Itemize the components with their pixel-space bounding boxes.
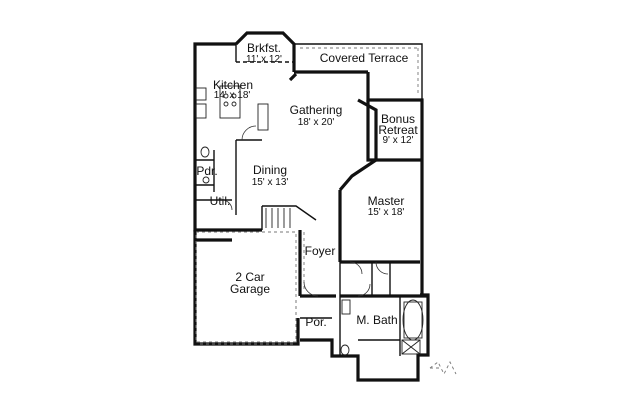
burner-icon bbox=[223, 93, 229, 99]
bathtub-icon bbox=[402, 299, 424, 341]
gathering-label: Gathering bbox=[290, 103, 343, 117]
bonus-retreat-label-2: Retreat bbox=[378, 123, 418, 137]
vanity-icon bbox=[341, 299, 351, 315]
breakfast-dims: 11' x 12' bbox=[246, 54, 282, 65]
bonus-retreat-dims: 9' x 12' bbox=[382, 135, 413, 146]
master-label: Master bbox=[368, 194, 405, 208]
powder-label: Pdr. bbox=[196, 164, 217, 178]
burner-icon bbox=[223, 101, 229, 107]
garage-label-2: Garage bbox=[230, 282, 270, 296]
gathering-dims: 18' x 20' bbox=[298, 117, 335, 128]
utility-label: Util. bbox=[210, 194, 231, 208]
burner-icon bbox=[231, 101, 237, 107]
foyer-label: Foyer bbox=[305, 244, 336, 258]
lavatory-icon bbox=[202, 176, 210, 184]
master-bath-label: M. Bath bbox=[356, 313, 397, 327]
garage-label-1: 2 Car bbox=[235, 270, 264, 284]
breakfast-label: Brkfst. bbox=[247, 41, 281, 55]
kitchen-label: Kitchen bbox=[213, 78, 253, 92]
doors bbox=[221, 125, 389, 297]
covered-terrace-label: Covered Terrace bbox=[320, 51, 409, 65]
sink-icon bbox=[195, 103, 207, 119]
porch-label: Por. bbox=[305, 315, 326, 329]
shower-icon bbox=[401, 339, 421, 355]
dining-label: Dining bbox=[253, 163, 287, 177]
kitchen-dims: 14' x 18' bbox=[214, 90, 251, 101]
exterior-walls bbox=[193, 31, 430, 382]
interior-walls bbox=[195, 44, 428, 356]
range-icon bbox=[195, 87, 207, 101]
dining-dims: 15' x 13' bbox=[252, 177, 289, 188]
room-labels: Brkfst. 11' x 12' Covered Terrace Kitche… bbox=[196, 41, 418, 329]
fixtures bbox=[195, 87, 424, 356]
burner-icon bbox=[231, 93, 237, 99]
toilet-icon bbox=[340, 344, 350, 356]
toilet-icon bbox=[200, 146, 210, 158]
master-dims: 15' x 18' bbox=[368, 207, 405, 218]
bonus-retreat-label-1: Bonus bbox=[381, 112, 415, 126]
